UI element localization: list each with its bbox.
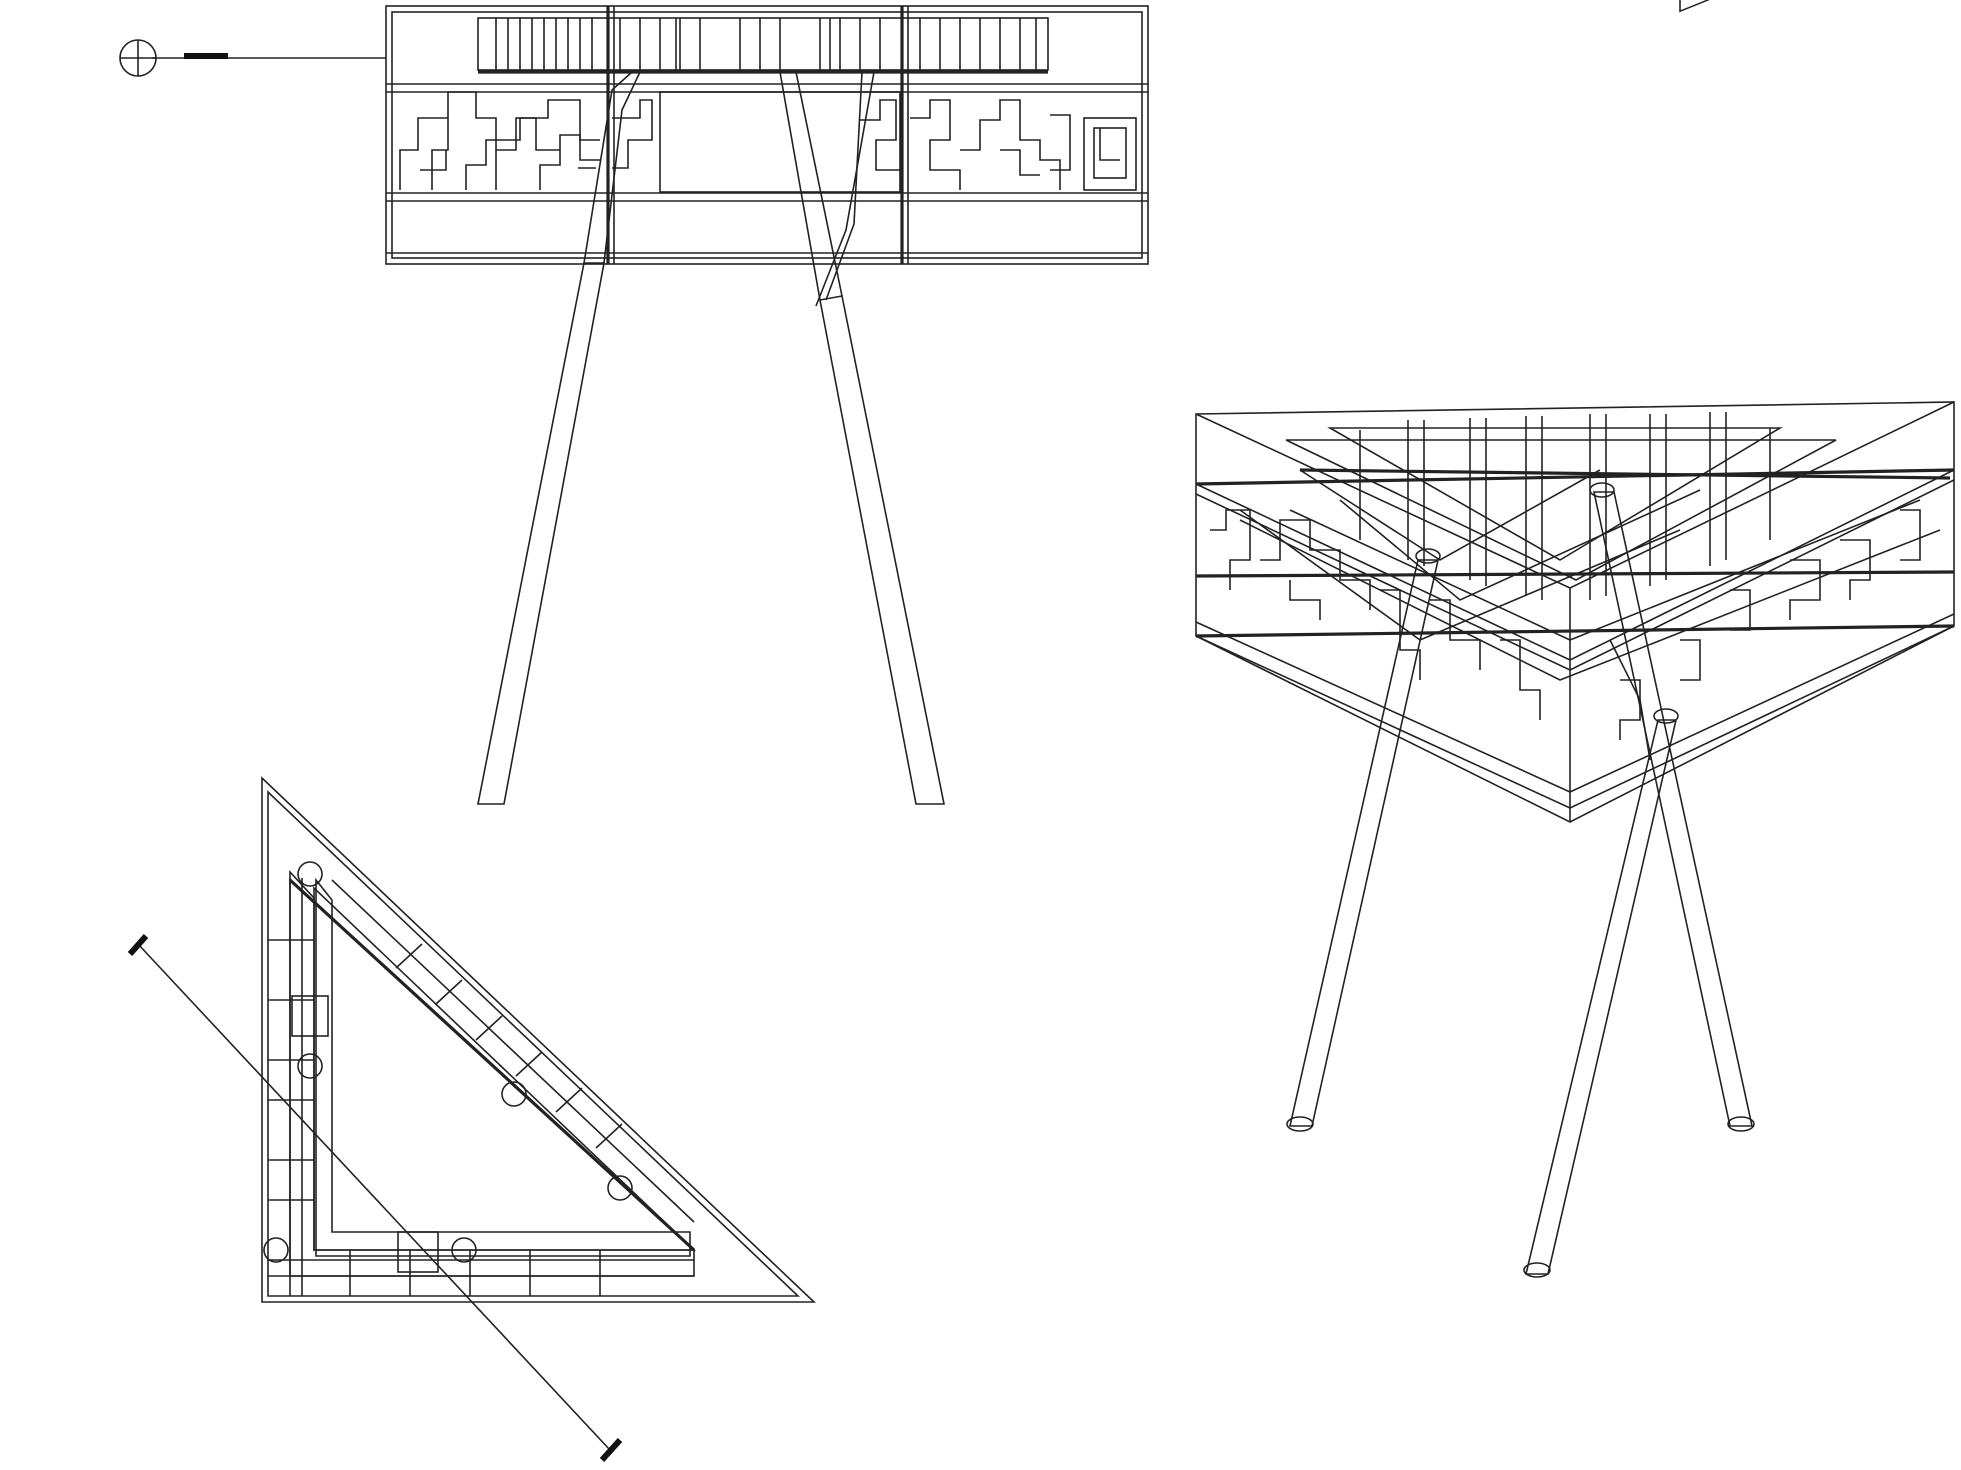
- perspective-hidden-line: [1339, 489, 1701, 601]
- plan-inner-opening: [313, 886, 696, 1251]
- perspective-band: [1195, 613, 1955, 793]
- plan-inner-frame: [289, 869, 695, 1277]
- plan-leg-circle: [607, 1175, 633, 1201]
- perspective-fretwork-right: [1619, 0, 1921, 740]
- plan-grid-lines: [268, 939, 623, 1296]
- plan-outer-triangle-inner: [267, 790, 801, 1297]
- front-fretwork-right: [860, 99, 1137, 191]
- front-leg-right: [819, 295, 945, 805]
- plan-section-mark: [127, 934, 149, 956]
- perspective-band: [1195, 625, 1955, 809]
- perspective-outline: [1195, 401, 1955, 823]
- perspective-top-frame-line: [1239, 519, 1941, 681]
- plan-rail: [331, 879, 695, 1223]
- front-leg-hidden-line: [825, 71, 863, 301]
- front-fretwork-left: [399, 91, 653, 190]
- perspective-top-frame-inner: [1326, 427, 1783, 561]
- perspective-heavy-band: [1195, 624, 1955, 638]
- plan-inner-opening-2: [315, 877, 691, 1257]
- plan-leg-circle: [297, 861, 323, 887]
- perspective-leg-top-cap: [1653, 708, 1679, 724]
- perspective-leg-top-cap: [1415, 548, 1441, 564]
- front-leg-left: [477, 262, 605, 805]
- plan-rail: [288, 878, 696, 1252]
- front-top-slat-panel: [477, 17, 1049, 71]
- perspective-top-frame-line: [1289, 499, 1921, 641]
- front-leg-hidden-line: [795, 71, 843, 297]
- plan-bracket: [291, 995, 329, 1037]
- perspective-top-frame: [1285, 439, 1837, 581]
- perspective-leg-foot: [1286, 1116, 1314, 1132]
- plan-section-mark: [599, 1437, 623, 1463]
- front-elevation-view: [119, 5, 1149, 805]
- plan-outer-triangle: [261, 776, 817, 1303]
- front-cabinet-inner-outline: [391, 11, 1143, 259]
- perspective-leg-left: [1288, 559, 1439, 1127]
- perspective-leg-foot: [1727, 1116, 1755, 1132]
- plan-section-line: [137, 943, 611, 1451]
- perspective-hidden-line: [1299, 469, 1601, 561]
- front-slats: [495, 18, 1037, 70]
- plan-leg-circle: [297, 1053, 323, 1079]
- front-leg-hidden-line: [583, 71, 633, 264]
- perspective-leg-crossing: [1609, 639, 1651, 761]
- perspective-slats: [1359, 412, 1771, 600]
- perspective-leg-center: [1524, 719, 1678, 1275]
- perspective-leg-top-cap: [1589, 482, 1615, 498]
- front-leg-hidden-line: [779, 71, 821, 301]
- plan-view: [127, 776, 817, 1463]
- plan-leg-circle: [263, 1237, 289, 1263]
- perspective-fretwork-left: [1210, 509, 1541, 720]
- front-center-panel: [659, 91, 901, 193]
- front-leg-hidden-line: [603, 71, 641, 264]
- front-leg-hidden-line: [815, 71, 875, 307]
- perspective-leg-right: [1593, 491, 1753, 1127]
- perspective-heavy-band: [1195, 468, 1955, 486]
- plan-bracket: [397, 1231, 439, 1273]
- perspective-view: [1195, 0, 1955, 1278]
- perspective-leg-foot: [1523, 1262, 1551, 1278]
- plan-leg-circle: [451, 1237, 477, 1263]
- front-cabinet-outline: [385, 5, 1149, 265]
- plan-leg-circle: [501, 1081, 527, 1107]
